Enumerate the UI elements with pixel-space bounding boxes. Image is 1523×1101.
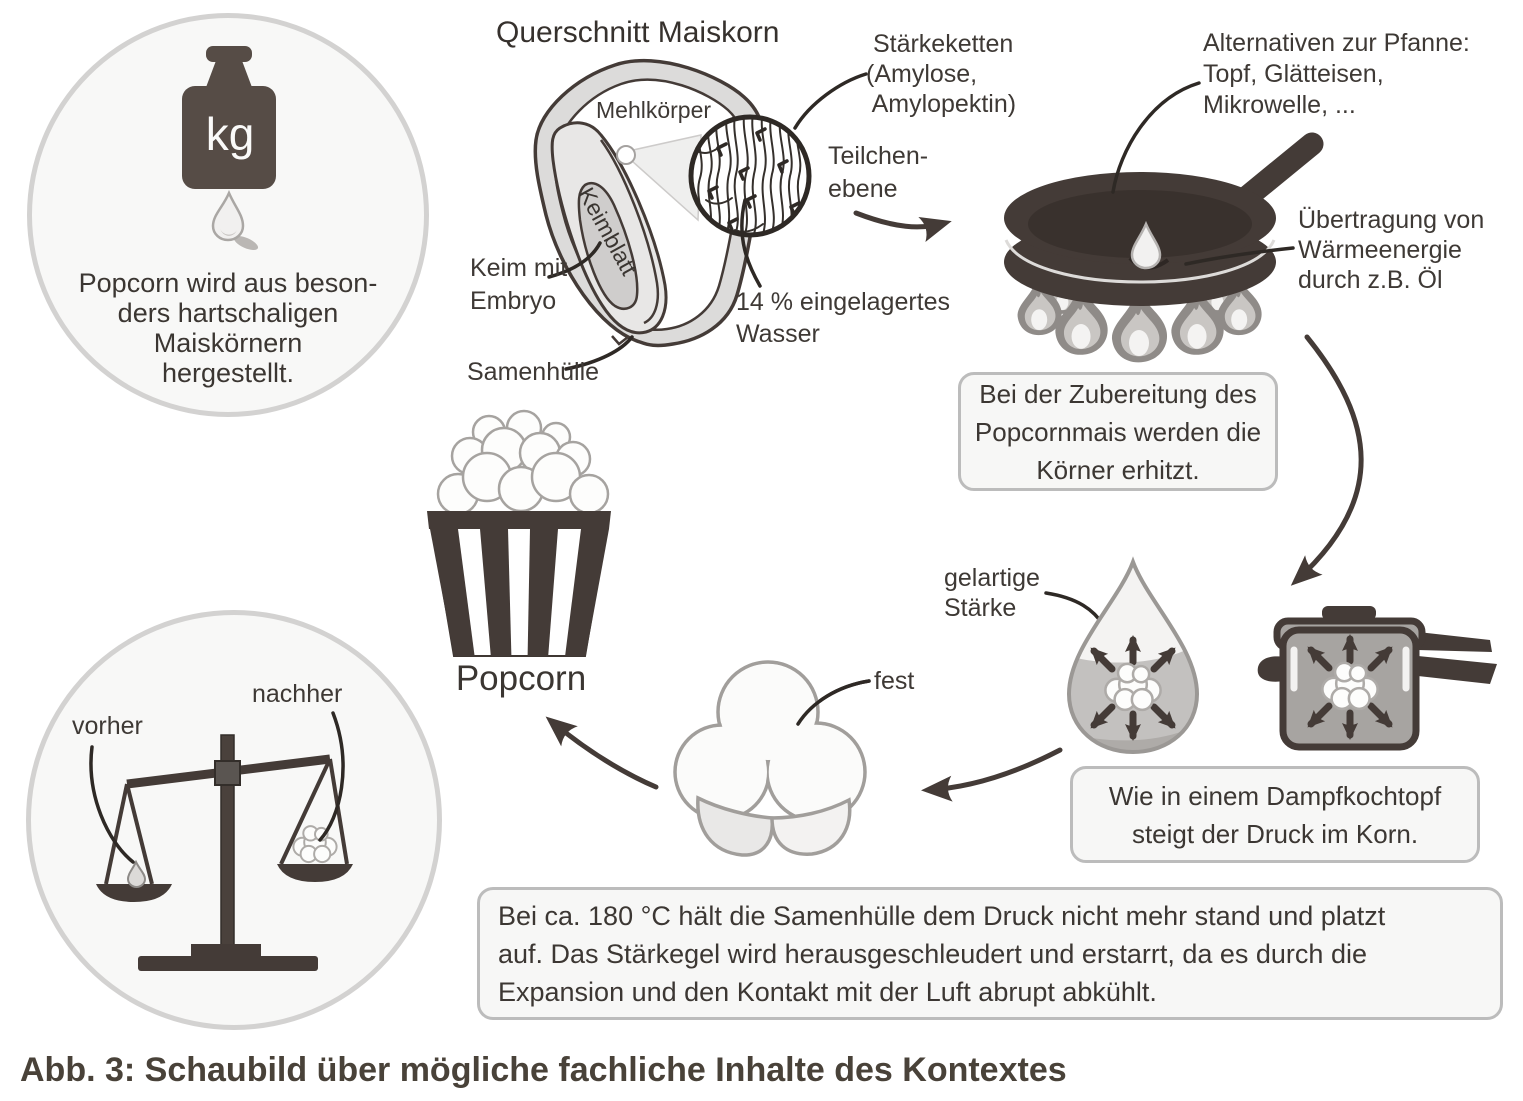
pressure-arrows [1311, 639, 1389, 735]
popped-corn-icon [673, 660, 871, 857]
popcorn-label: Popcorn [455, 659, 587, 698]
starch-magnifier-icon [688, 114, 812, 238]
gelartige-leader [1044, 591, 1106, 628]
intro-text: Popcorn wird aus beson- ders hartschalig… [78, 268, 378, 388]
steam-puff-icon [1104, 662, 1162, 712]
pressure-arrows [1094, 640, 1172, 736]
frying-pan-icon [1004, 132, 1324, 363]
fest-label: fest [874, 667, 915, 695]
nachher-label: nachher [252, 680, 343, 708]
water-molecule-marks [707, 127, 801, 232]
alternativen-label: Alternativen zur Pfanne: Topf, Glätteise… [1203, 29, 1470, 119]
oil-drop-icon [1128, 220, 1170, 270]
staerkeketten-leader [793, 72, 868, 130]
bucket-popcorn-pile [436, 409, 610, 516]
pressure-cooker-icon [1257, 606, 1497, 751]
teilchenebene-label: Teilchen- ebene [828, 142, 929, 203]
pan-to-cooker-arrow [1290, 334, 1364, 586]
popcorn-bucket-icon [427, 409, 611, 657]
pan-handle [1234, 132, 1324, 210]
starch-droplet-icon [1066, 556, 1200, 755]
gelartige-staerke-label: gelartige Stärke [944, 564, 1040, 622]
samenhuelle-label: Samenhülle [467, 358, 600, 386]
scale-circle [26, 610, 442, 1030]
staerkeketten-label: Stärkeketten (Amylose, Amylopektin) [866, 30, 1017, 118]
kg-label: kg [205, 108, 255, 160]
mehlkoerper-label: Mehlkörper [596, 97, 712, 123]
steam-puff-icon [1321, 661, 1379, 711]
zoom-cone [616, 134, 702, 222]
wasser-leader [740, 198, 762, 288]
burst-note: Bei ca. 180 °C hält die Samenhülle dem D… [477, 887, 1503, 1020]
kernel-to-pan-arrow [853, 210, 952, 242]
wasser-label: 14 % eingelagertes Wasser [736, 288, 951, 348]
vorher-label: vorher [72, 712, 143, 740]
droplet-to-corn-arrow [921, 747, 1063, 802]
keimblatt-label: Keimblatt [573, 183, 643, 280]
pressure-note: Wie in einem Dampfkochtopf steigt der Dr… [1070, 766, 1480, 863]
figure-caption: Abb. 3: Schaubild über mögliche fachlich… [20, 1051, 1067, 1089]
fest-leader [796, 679, 871, 726]
kernel-title: Querschnitt Maiskorn [496, 16, 780, 49]
uebertragung-label: Übertragung von Wärmeenergie durch z.B. … [1298, 206, 1485, 294]
alternativen-leader [1111, 81, 1201, 194]
keim-mit-embryo-label: Keim mit Embryo [470, 254, 568, 315]
corn-to-bucket-arrow [545, 716, 659, 790]
heating-note: Bei der Zubereitung des Popcornmais werd… [958, 372, 1278, 491]
uebertragung-leader [1184, 246, 1295, 266]
